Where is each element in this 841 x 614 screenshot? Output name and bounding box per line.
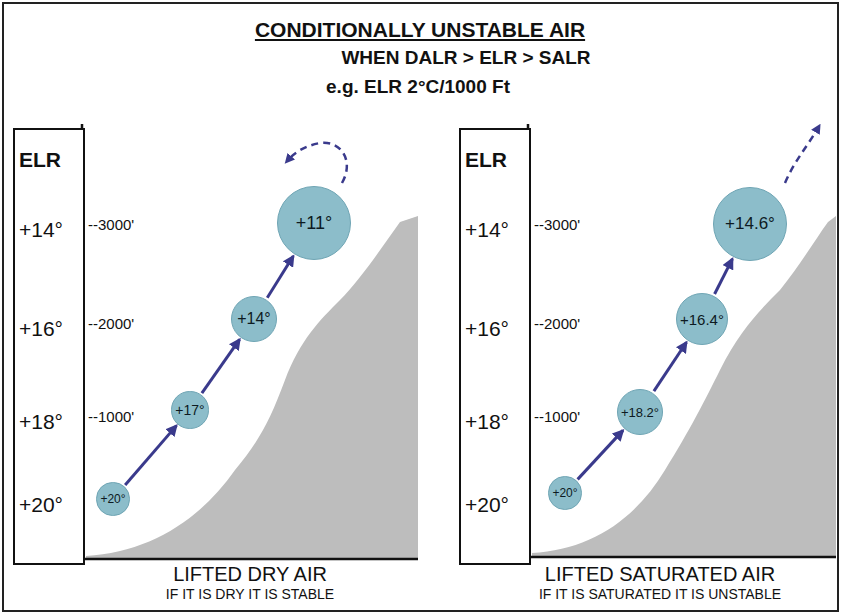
frame bbox=[3, 3, 838, 611]
rise-arrow bbox=[785, 128, 818, 183]
air-parcel: +20° bbox=[96, 482, 129, 515]
parcel-temperature: +17° bbox=[175, 402, 204, 418]
altitude-label: --3000' bbox=[88, 217, 134, 234]
temperature-value: +14° bbox=[461, 218, 533, 242]
diagram-title: CONDITIONALLY UNSTABLE AIR bbox=[255, 18, 585, 41]
hillside bbox=[86, 216, 418, 558]
parcel-temperature: +14.6° bbox=[725, 214, 775, 234]
parcel-temperature: +18.2° bbox=[621, 405, 659, 420]
lift-arrow bbox=[202, 339, 240, 393]
panel-note: IF IT IS SATURATED IT IS UNSTABLE bbox=[539, 587, 781, 602]
altitude-label: --2000' bbox=[534, 316, 580, 333]
column-heading: ELR bbox=[461, 148, 533, 172]
subtitle: WHEN DALR > ELR > SALR bbox=[341, 48, 590, 69]
parcel-temperature: +11° bbox=[296, 213, 332, 234]
subtitle: e.g. ELR 2°C/1000 Ft bbox=[326, 77, 510, 98]
air-parcel: +18.2° bbox=[617, 389, 663, 435]
altitude-label: --1000' bbox=[88, 409, 134, 426]
parcel-temperature: +14° bbox=[237, 310, 271, 328]
ground-line bbox=[82, 558, 418, 561]
lift-arrow bbox=[578, 430, 623, 479]
air-parcel: +14.6° bbox=[713, 187, 787, 261]
lift-arrow bbox=[267, 256, 293, 298]
panel-caption: LIFTED DRY AIR bbox=[173, 563, 327, 585]
ground-line bbox=[528, 556, 836, 559]
altitude-label: --3000' bbox=[534, 217, 580, 234]
temperature-value: +14° bbox=[15, 218, 87, 242]
altitude-label: --1000' bbox=[534, 409, 580, 426]
lift-arrow bbox=[715, 259, 733, 294]
temperature-value: +20° bbox=[15, 493, 87, 517]
panel-note: IF IT IS DRY IT IS STABLE bbox=[166, 587, 334, 602]
parcel-temperature: +20° bbox=[100, 492, 125, 506]
air-parcel: +17° bbox=[171, 391, 208, 428]
hillside bbox=[532, 216, 836, 556]
elr-column: ELR +14° +16° +18° +20° bbox=[13, 128, 85, 565]
air-parcel: +11° bbox=[277, 186, 351, 260]
lift-arrow bbox=[654, 342, 687, 391]
temperature-value: +18° bbox=[15, 410, 87, 434]
temperature-value: +18° bbox=[461, 410, 533, 434]
altitude-label: --2000' bbox=[88, 316, 134, 333]
elr-column: ELR +14° +16° +18° +20° bbox=[459, 128, 531, 565]
temperature-value: +16° bbox=[15, 317, 87, 341]
temperature-value: +16° bbox=[461, 317, 533, 341]
air-parcel: +20° bbox=[548, 476, 581, 509]
parcel-temperature: +16.4° bbox=[680, 310, 724, 327]
air-parcel: +14° bbox=[231, 296, 277, 342]
column-heading: ELR bbox=[15, 148, 87, 172]
lift-arrow bbox=[125, 426, 176, 485]
sink-arrow bbox=[288, 143, 347, 183]
air-parcel: +16.4° bbox=[676, 293, 728, 345]
panel-caption: LIFTED SATURATED AIR bbox=[545, 563, 775, 585]
temperature-value: +20° bbox=[461, 493, 533, 517]
parcel-temperature: +20° bbox=[552, 486, 577, 500]
